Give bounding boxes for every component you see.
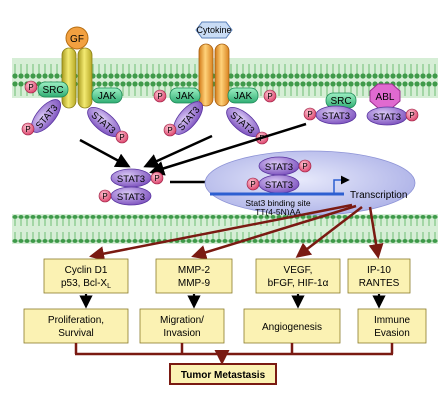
svg-text:SRC: SRC [42,85,63,96]
arrow-gf-to-dimer [79,138,131,168]
jak-kinase-cytokine-left: JAK [169,87,201,104]
svg-text:MMP-2: MMP-2 [178,265,211,276]
svg-text:IP-10: IP-10 [367,265,391,276]
svg-text:SRC: SRC [330,96,351,107]
binding-site-label: Stat3 binding site [245,198,310,208]
stat3-src: STAT3 [315,105,357,125]
svg-text:P: P [167,126,172,135]
svg-text:P: P [154,174,159,183]
svg-text:STAT3: STAT3 [373,112,401,123]
svg-text:STAT3: STAT3 [117,174,145,185]
svg-text:STAT3: STAT3 [265,162,293,173]
svg-text:Evasion: Evasion [374,328,410,339]
nuclear-membrane [12,214,438,244]
svg-text:STAT3: STAT3 [265,180,293,191]
jak-kinase-cytokine-right: JAK [227,87,259,104]
cytokine-receptor: Cytokine [195,21,233,107]
outcome-box-3: Angiogenesis [243,308,341,344]
phospho-gf-top: P [24,80,38,94]
gf-ligand [65,26,89,50]
target-gene-box-4: IP-10 RANTES [347,258,411,294]
phospho-cyt-left: P [163,123,177,137]
stat3-dimer-nucleus: STAT3 P STAT3 P [246,156,312,194]
transcription-start-arrow [333,175,350,194]
svg-text:Survival: Survival [58,328,94,339]
phospho-cyt-top-left: P [153,89,167,103]
arrow-src-abl-to-dimer [149,122,307,176]
svg-text:STAT3: STAT3 [322,111,350,122]
target-gene-box-3: VEGF, bFGF, HIF-1α [255,258,341,294]
svg-text:P: P [28,83,33,92]
outcome-box-2: Migration/ Invasion [139,308,225,344]
svg-text:RANTES: RANTES [359,278,400,289]
transcription-label: Transcription [350,190,407,201]
svg-text:P: P [157,92,162,101]
svg-text:JAK: JAK [176,91,195,102]
genes-to-outcomes-arrows [79,294,386,309]
svg-text:P: P [119,133,124,142]
svg-text:P: P [250,180,255,189]
cytokine-ligand [195,21,233,39]
svg-text:VEGF,: VEGF, [284,265,313,276]
svg-text:JAK: JAK [234,91,253,102]
arrow-cytokine-to-dimer [143,134,213,168]
stat3-dimer-cytoplasm: STAT3 P STAT3 P [98,168,164,206]
outcome-box-4: Immune Evasion [357,308,427,344]
svg-text:Invasion: Invasion [163,328,200,339]
src-kinase-gf: SRC [37,81,69,98]
svg-text:JAK: JAK [98,91,117,102]
phospho-src-stat: P [303,107,317,121]
transcription-to-genes-arrows [89,203,384,262]
phospho-gf-right: P [115,130,129,144]
svg-text:ABL: ABL [376,92,395,103]
jak-kinase-gf: JAK [91,87,123,104]
target-gene-box-2: MMP-2 MMP-9 [155,258,233,294]
binding-site-sequence: TT(4-5N)AA [255,207,301,217]
abl-kinase: ABL [369,83,401,109]
svg-text:Tumor Metastasis: Tumor Metastasis [181,370,266,381]
svg-text:P: P [25,125,30,134]
svg-text:MMP-9: MMP-9 [178,278,211,289]
target-gene-box-1: Cyclin D1 p53, Bcl-XL [43,258,129,294]
svg-text:P: P [409,111,414,120]
svg-text:P: P [102,192,107,201]
phospho-gf-left: P [21,122,35,136]
tumor-metastasis-box: Tumor Metastasis [169,363,277,385]
svg-text:P: P [302,162,307,171]
svg-text:P: P [267,92,272,101]
svg-text:Immune: Immune [374,315,411,326]
nucleus [204,150,416,216]
phospho-cyt-top-right: P [263,89,277,103]
outcomes-bracket [74,343,394,365]
svg-text:bFGF, HIF-1α: bFGF, HIF-1α [268,278,329,289]
svg-text:Cyclin D1: Cyclin D1 [65,265,108,276]
svg-text:STAT3: STAT3 [117,192,145,203]
svg-text:P: P [307,110,312,119]
src-kinase-free: SRC [325,92,357,109]
gf-label: GF [70,34,84,45]
outcome-box-1: Proliferation, Survival [23,308,129,344]
svg-text:Angiogenesis: Angiogenesis [262,322,322,333]
svg-text:Migration/: Migration/ [160,315,204,326]
phospho-abl-stat: P [405,108,419,122]
svg-text:Proliferation,: Proliferation, [48,315,104,326]
stat3-abl: STAT3 [366,106,408,126]
cytokine-label: Cytokine [196,25,231,35]
svg-text:p53, Bcl-XL: p53, Bcl-XL [61,278,111,290]
